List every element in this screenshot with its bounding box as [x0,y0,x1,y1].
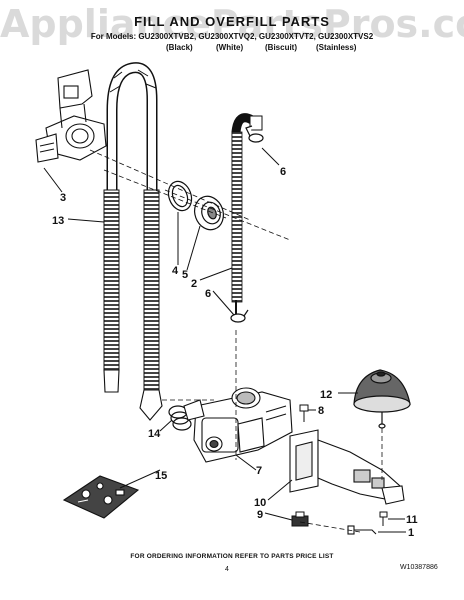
drain-hose-part [103,62,163,421]
callout-4: 4 [172,265,179,277]
page-number: 4 [225,566,229,573]
callout-6-upper: 6 [280,166,286,178]
callout-5: 5 [182,269,188,281]
hose-clamp-part [230,125,264,323]
callout-6-lower: 6 [205,288,211,300]
pump-assembly-part [183,387,293,463]
dome-cover-part [353,369,411,429]
inlet-fitting-part [194,195,224,231]
finish-white: (White) [216,43,244,52]
inlet-bracket-part [35,69,107,163]
parts-bag-part [62,475,140,519]
fill-tube-part [231,113,263,320]
callout-10: 10 [254,497,266,509]
finish-black: (Black) [166,43,193,52]
callout-8: 8 [318,405,324,417]
screw-part-small [379,511,388,526]
screw-part [299,404,309,422]
wire-harness-part [347,525,377,535]
callout-14: 14 [148,428,161,440]
callout-3: 3 [60,192,66,204]
finish-stainless: (Stainless) [316,43,357,52]
finish-biscuit: (Biscuit) [265,43,297,52]
assembly-lines [89,149,383,533]
float-switch-bracket-part [289,429,405,505]
callout-12: 12 [320,389,332,401]
callout-11: 11 [406,514,418,526]
document-part-number: W10387886 [400,564,438,571]
callout-2: 2 [191,278,197,290]
page-title: FILL AND OVERFILL PARTS [134,14,330,29]
callout-13: 13 [52,215,64,227]
callout-7: 7 [256,465,262,477]
callout-1: 1 [408,527,414,539]
callout-15: 15 [155,470,167,482]
model-list: For Models: GU2300XTVB2, GU2300XTVQ2, GU… [90,32,374,41]
switch-part [291,511,309,527]
callout-9: 9 [257,509,263,521]
ordering-note: FOR ORDERING INFORMATION REFER TO PARTS … [130,553,334,560]
leader-lines [43,147,406,533]
